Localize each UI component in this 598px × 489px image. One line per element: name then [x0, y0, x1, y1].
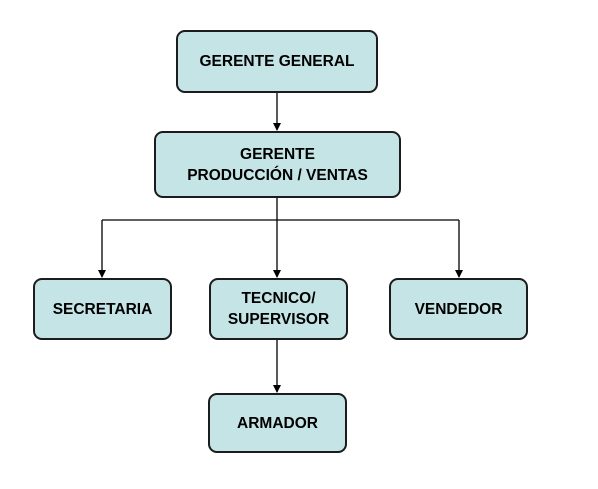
node-secretaria: SECRETARIA [33, 278, 172, 340]
node-gerente-produccion-ventas: GERENTE PRODUCCIÓN / VENTAS [154, 131, 401, 198]
node-tecnico-supervisor: TECNICO/ SUPERVISOR [209, 278, 348, 340]
node-gerente-general: GERENTE GENERAL [176, 30, 378, 93]
node-armador: ARMADOR [208, 393, 347, 453]
node-vendedor: VENDEDOR [389, 278, 528, 340]
